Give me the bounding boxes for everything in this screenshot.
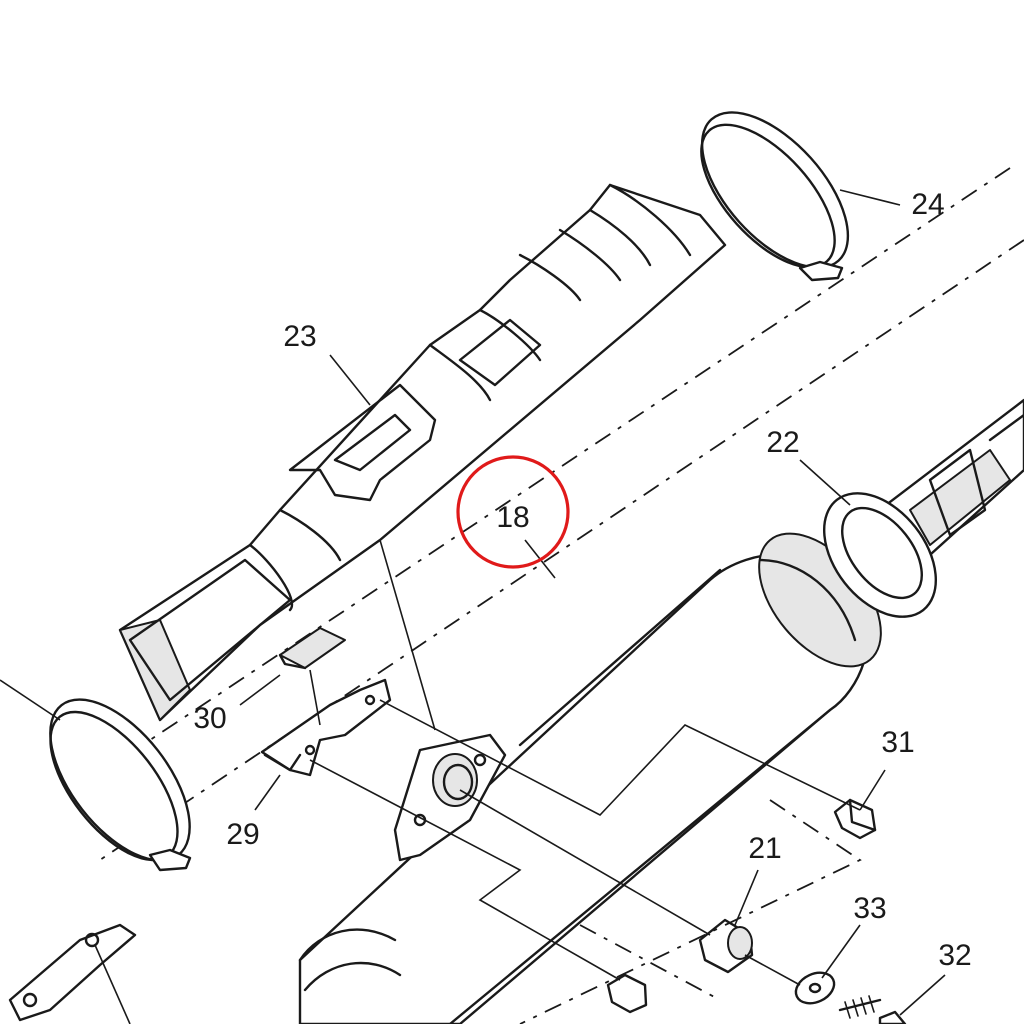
highlight-circle — [456, 455, 570, 569]
callout-18: 18 — [496, 501, 529, 534]
muffler-bracket — [393, 733, 507, 862]
callout-29: 29 — [226, 818, 259, 851]
assembly-guide-lines — [94, 539, 862, 1024]
callout-23: 23 — [283, 320, 316, 353]
bolt-lower-center — [606, 973, 648, 1014]
callout-22: 22 — [766, 426, 799, 459]
callout-labels: 18 21 22 23 24 29 30 31 32 33 — [193, 188, 971, 972]
bracket-29 — [260, 678, 392, 777]
callout-33: 33 — [853, 892, 886, 925]
callout-31: 31 — [881, 726, 914, 759]
callout-leaders — [0, 189, 946, 1016]
callout-24: 24 — [911, 188, 944, 221]
clamp-24 — [700, 111, 850, 282]
callout-30: 30 — [193, 702, 226, 735]
washer-33 — [794, 971, 836, 1005]
center-axis-lines — [99, 167, 1024, 861]
gasket-22 — [822, 492, 938, 618]
clamp-lower-left — [49, 698, 192, 872]
bolt-31 — [833, 798, 877, 840]
bushing-21 — [698, 918, 754, 974]
damper-30 — [278, 627, 346, 670]
bolt-32 — [838, 995, 907, 1024]
callout-32: 32 — [938, 939, 971, 972]
bracket-lower-left — [8, 923, 137, 1022]
heat-shield-23 — [118, 183, 727, 722]
callout-21: 21 — [748, 832, 781, 865]
muffler-body — [298, 532, 882, 1024]
